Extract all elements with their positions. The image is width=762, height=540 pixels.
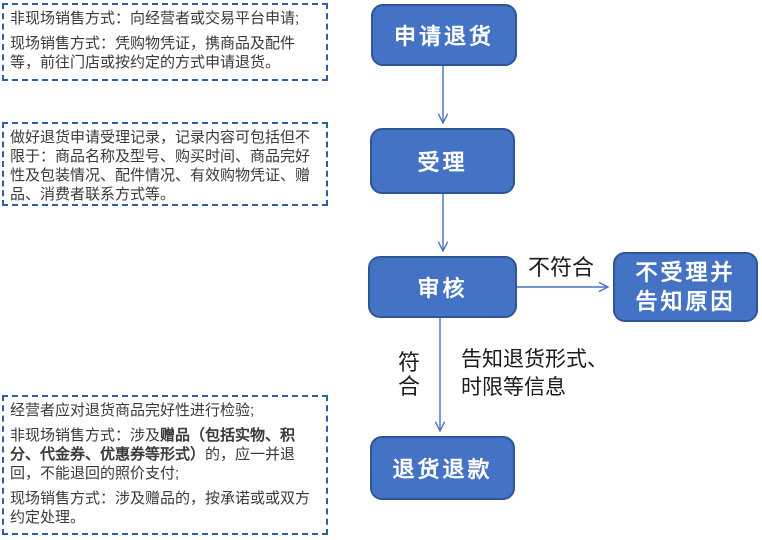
note-text-segment: 非现场销售方式：涉及 (10, 427, 161, 444)
flow-node-apply-return: 申请退货 (371, 4, 517, 66)
note-application-methods: 非现场销售方式：向经营者或交易平台申请; 现场销售方式：凭购物凭证，携商品及配件… (2, 3, 328, 81)
flow-node-label: 退货退款 (392, 457, 493, 482)
note-paragraph: 经营者应对退货商品完好性进行检验; (10, 402, 255, 419)
flow-node-label: 申请退货 (393, 24, 494, 49)
flow-node-label: 受理 (417, 150, 468, 175)
flow-node-reject-with-reason: 不受理并 告知原因 (613, 252, 758, 322)
flow-node-label: 审核 (417, 276, 468, 301)
flow-node-label: 不受理并 告知原因 (635, 260, 736, 314)
edge-label-inform-return-details: 告知退货形式、 时限等信息 (461, 347, 608, 399)
note-paragraph: 做好退货申请受理记录，记录内容可包括但不限于：商品名称及型号、购买时间、商品完好… (10, 129, 311, 203)
note-inspection-and-gift-rules: 经营者应对退货商品完好性进行检验; 非现场销售方式：涉及赠品（包括实物、积分、代… (2, 395, 328, 535)
edge-label-not-qualified: 不符合 (528, 255, 595, 280)
flow-node-accept: 受理 (370, 128, 515, 194)
flow-node-review: 审核 (368, 256, 517, 318)
note-paragraph: 非现场销售方式：涉及赠品（包括实物、积分、代金券、优惠券等形式）的，应一并退回，… (10, 426, 320, 483)
note-acceptance-record: 做好退货申请受理记录，记录内容可包括但不限于：商品名称及型号、购买时间、商品完好… (2, 122, 328, 206)
note-text-segment: 的，应一并退回，不能退回的照价支付; (10, 446, 296, 482)
note-paragraph: 现场销售方式：凭购物凭证，携商品及配件等，前往门店或按约定的方式申请退货。 (10, 35, 296, 71)
flow-node-return-and-refund: 退货退款 (370, 436, 515, 500)
note-paragraph: 现场销售方式：涉及赠品的，按承诺或或双方约定处理。 (10, 490, 311, 526)
note-text-segment-bold: 赠品（包括实物、积分、代金券、优惠券等形式） (10, 427, 296, 463)
note-paragraph: 非现场销售方式：向经营者或交易平台申请; (10, 10, 300, 27)
edge-label-qualified: 符 合 (397, 350, 420, 399)
